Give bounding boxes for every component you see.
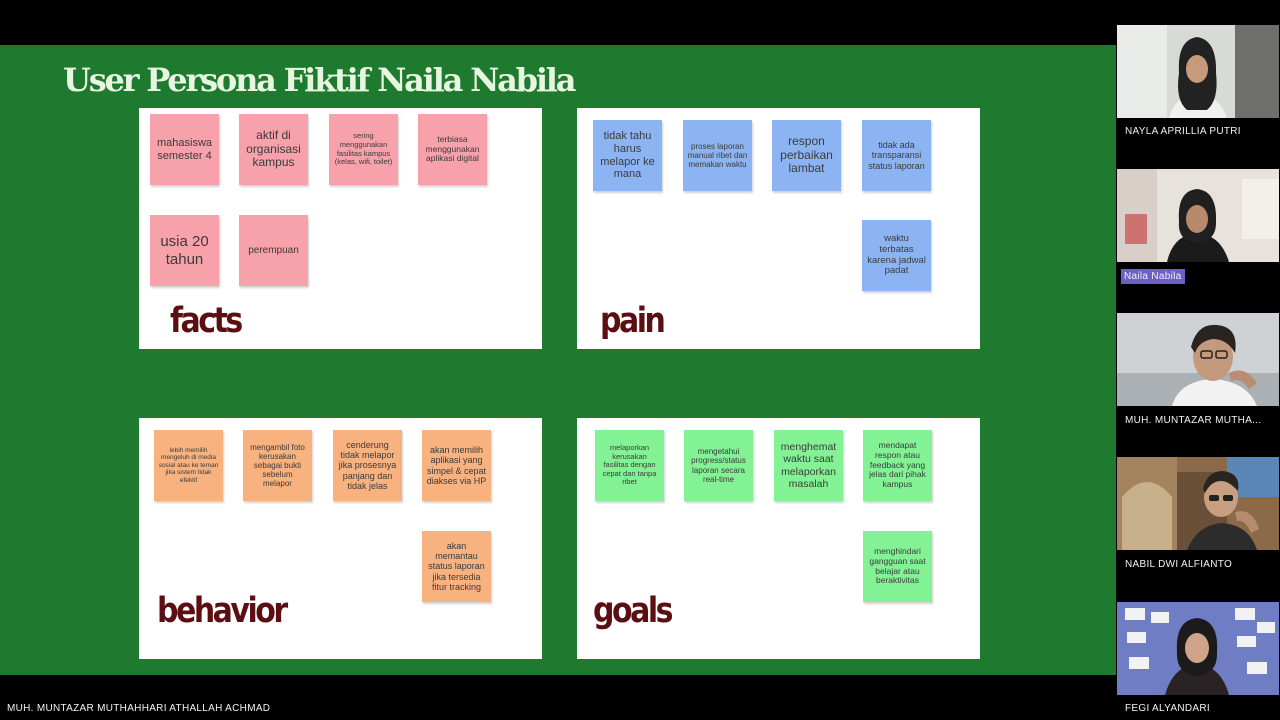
participant-video	[1117, 169, 1279, 262]
participant-video-tile[interactable]	[1117, 313, 1279, 406]
participant-video-tile[interactable]	[1117, 169, 1279, 262]
facts-note: perempuan	[239, 215, 308, 286]
goals-note: mendapat respon atau feedback yang jelas…	[863, 430, 932, 501]
goals-note: mengetahui progress/status laporan secar…	[684, 430, 753, 501]
participant-video-tile[interactable]	[1117, 457, 1279, 550]
behavior-note: akan memantau status laporan jika tersed…	[422, 531, 491, 602]
participant-name: FEGI ALYANDARI	[1125, 703, 1210, 714]
facts-label: facts	[170, 301, 243, 342]
participant-video-tile[interactable]	[1117, 602, 1279, 695]
shared-screen-stage: User Persona Fiktif Naila Nabila mahasis…	[0, 45, 1116, 675]
participant-name: NAYLA APRILLIA PUTRI	[1125, 126, 1241, 137]
pain-note: waktu terbatas karena jadwal padat	[862, 220, 931, 291]
goals-panel: melaporkan kerusakan fasilitas dengan ce…	[577, 418, 980, 659]
participant-video	[1117, 602, 1279, 695]
pain-note: tidak ada transparansi status laporan	[862, 120, 931, 191]
goals-note: melaporkan kerusakan fasilitas dengan ce…	[595, 430, 664, 501]
participant-video	[1117, 457, 1279, 550]
participant-video	[1117, 313, 1279, 406]
participant-name: NABIL DWI ALFIANTO	[1125, 559, 1233, 570]
pain-panel: tidak tahu harus melapor ke mana proses …	[577, 108, 980, 349]
facts-note: terbiasa menggunakan aplikasi digital	[418, 114, 487, 185]
behavior-label: behavior	[157, 591, 288, 632]
active-speaker-name: MUH. MUNTAZAR MUTHAHHARI ATHALLAH ACHMAD	[7, 703, 271, 714]
facts-note: sering menggunakan fasilitas kampus (kel…	[329, 114, 398, 185]
facts-panel: mahasiswa semester 4 aktif di organisasi…	[139, 108, 542, 349]
facts-note: usia 20 tahun	[150, 215, 219, 286]
participants-panel: NAYLA APRILLIA PUTRI Naila Nabila MUH. M…	[1116, 0, 1280, 720]
behavior-note: cenderung tidak melapor jika prosesnya p…	[333, 430, 402, 501]
behavior-note: akan memilih aplikasi yang simpel & cepa…	[422, 430, 491, 501]
pain-note: respon perbaikan lambat	[772, 120, 841, 191]
goals-label: goals	[593, 591, 673, 632]
participant-name: MUH. MUNTAZAR MUTHA...	[1125, 415, 1262, 426]
participant-video	[1117, 25, 1279, 118]
behavior-note: lebih memilih mengeluh di media sosial a…	[154, 430, 223, 501]
slide-title: User Persona Fiktif Naila Nabila	[63, 61, 576, 99]
pain-note: proses laporan manual ribet dan memakan …	[683, 120, 752, 191]
pain-label: pain	[600, 301, 666, 342]
pain-note: tidak tahu harus melapor ke mana	[593, 120, 662, 191]
participant-name-active: Naila Nabila	[1121, 269, 1185, 284]
facts-note: aktif di organisasi kampus	[239, 114, 308, 185]
facts-note: mahasiswa semester 4	[150, 114, 219, 185]
behavior-note: mengambil foto kerusakan sebagai bukti s…	[243, 430, 312, 501]
behavior-panel: lebih memilih mengeluh di media sosial a…	[139, 418, 542, 659]
goals-note: menghindari gangguan saat belajar atau b…	[863, 531, 932, 602]
participant-video-tile[interactable]	[1117, 25, 1279, 118]
goals-note: menghemat waktu saat melaporkan masalah	[774, 430, 843, 501]
